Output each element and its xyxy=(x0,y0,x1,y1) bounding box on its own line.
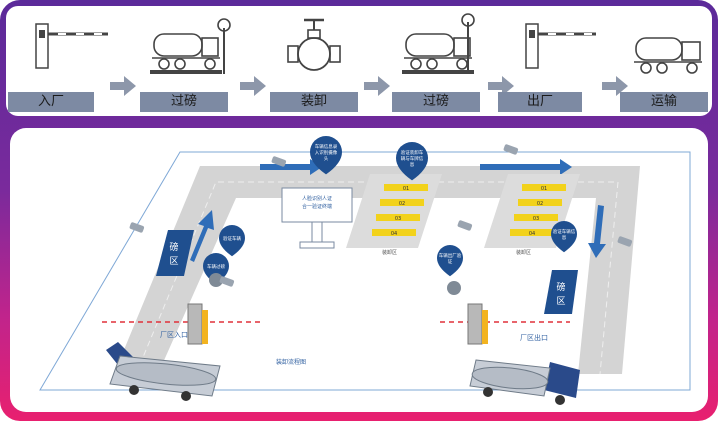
process-flow-panel: 入厂 过磅 装卸 过磅 出厂 运输 xyxy=(6,6,712,116)
loading-slot xyxy=(518,199,562,206)
camera-icon xyxy=(457,220,473,231)
step-label-weigh-out: 过磅 xyxy=(392,92,480,112)
info-bubble xyxy=(437,245,463,277)
camera-icon xyxy=(503,144,519,155)
scale-char: 区 xyxy=(169,256,178,267)
step-label-entry: 入厂 xyxy=(8,92,94,112)
info-bubble-text: 验证车辆 xyxy=(223,235,241,242)
scale-left: 磅区 xyxy=(156,230,194,276)
flow-arrow-icon xyxy=(240,76,266,96)
barrier-gate-icon xyxy=(525,23,596,69)
scale-char: 磅 xyxy=(169,241,178,253)
info-bubble-text: 验证装卸车 xyxy=(401,149,424,156)
loading-slot-label: 02 xyxy=(399,201,405,207)
camera-icon xyxy=(219,276,235,287)
loading-slot-label: 01 xyxy=(403,186,409,192)
loading-slot xyxy=(380,199,424,206)
svg-text:合一验证终端: 合一验证终端 xyxy=(302,203,332,210)
exit-label: 厂区出口 xyxy=(520,333,548,342)
step-label-load-unload: 装卸 xyxy=(270,92,358,112)
flow-arrow-icon xyxy=(602,76,628,96)
flow-arrow-icon xyxy=(364,76,390,96)
loading-slot xyxy=(372,229,416,236)
info-bubble-text: 头 xyxy=(324,155,329,162)
info-bubble-text: 入识别摄像 xyxy=(315,149,338,156)
route-arrow-icon xyxy=(190,210,214,262)
info-bubble-text: 息 xyxy=(410,161,415,168)
scale-char: 磅 xyxy=(556,281,565,293)
loading-slot xyxy=(376,214,420,221)
info-bubble xyxy=(551,221,577,253)
face-recognition-sign: 人脸识别人证 合一验证终端 xyxy=(281,187,353,249)
entrance-gate xyxy=(187,273,223,345)
pipe-valve-icon xyxy=(287,18,341,71)
info-bubble-text: 息 xyxy=(562,234,567,241)
road-guide xyxy=(135,181,619,375)
loading-slot xyxy=(514,214,558,221)
info-bubble xyxy=(396,142,428,181)
step-label-weigh-in: 过磅 xyxy=(140,92,228,112)
camera-icon xyxy=(271,156,287,167)
loading-slot-label: 04 xyxy=(529,231,535,237)
loading-slot-label: 01 xyxy=(541,186,547,192)
loading-slot-label: 03 xyxy=(533,216,539,222)
scale-char: 区 xyxy=(556,296,565,307)
info-bubble xyxy=(219,225,245,257)
flow-arrow-icon xyxy=(488,76,514,96)
route-arrow-icon xyxy=(588,205,606,258)
camera-icon xyxy=(617,236,633,247)
flow-arrows xyxy=(110,76,628,96)
loading-slot xyxy=(384,184,428,191)
scale-right: 磅区 xyxy=(544,270,578,314)
exit-gate xyxy=(447,281,488,345)
tanker-truck-scale-icon xyxy=(150,18,231,74)
loading-slot xyxy=(510,229,554,236)
step-label-exit: 出厂 xyxy=(498,92,582,112)
loading-slot-label: 02 xyxy=(537,201,543,207)
barrier-gate-icon xyxy=(35,23,108,69)
loading-bay-left: 01 02 03 04 装卸区 xyxy=(346,174,442,256)
info-bubble-text: 验证车辆信 xyxy=(553,228,576,235)
loading-slot xyxy=(522,184,566,191)
route-arrows xyxy=(190,159,606,262)
tanker-truck-scale-icon xyxy=(402,13,475,74)
route-arrow-icon xyxy=(480,159,572,175)
plant-boundary xyxy=(39,151,691,391)
tanker-truck-exit xyxy=(469,359,580,405)
tanker-truck-entry xyxy=(106,342,221,401)
flow-arrow-icon xyxy=(110,76,136,96)
info-bubble-text: 车辆出厂验 xyxy=(439,252,462,259)
entrance-label: 厂区入口 xyxy=(160,331,188,339)
svg-text:人脸识别人证: 人脸识别人证 xyxy=(302,195,332,202)
cameras xyxy=(129,144,633,287)
info-bubble-text: 证 xyxy=(448,258,453,265)
road-loop xyxy=(114,166,640,374)
camera-icon xyxy=(129,222,145,233)
tanker-truck-icon xyxy=(634,37,702,74)
info-bubble-text: 车辆信息录 xyxy=(315,143,338,150)
route-arrow-icon xyxy=(260,159,322,175)
loading-slot-label: 04 xyxy=(391,231,397,237)
step-label-transport: 运输 xyxy=(620,92,708,112)
info-bubble-text: 车辆过磅 xyxy=(207,263,225,270)
loading-slot-label: 03 xyxy=(395,216,401,222)
info-bubble-text: 辆与车牌信 xyxy=(401,155,424,162)
route-label: 装卸流程图 xyxy=(276,358,306,366)
svg-text:装卸区: 装卸区 xyxy=(382,249,397,256)
process-flow-icons xyxy=(35,13,702,96)
info-bubble xyxy=(310,136,342,175)
svg-text:装卸区: 装卸区 xyxy=(516,249,531,256)
